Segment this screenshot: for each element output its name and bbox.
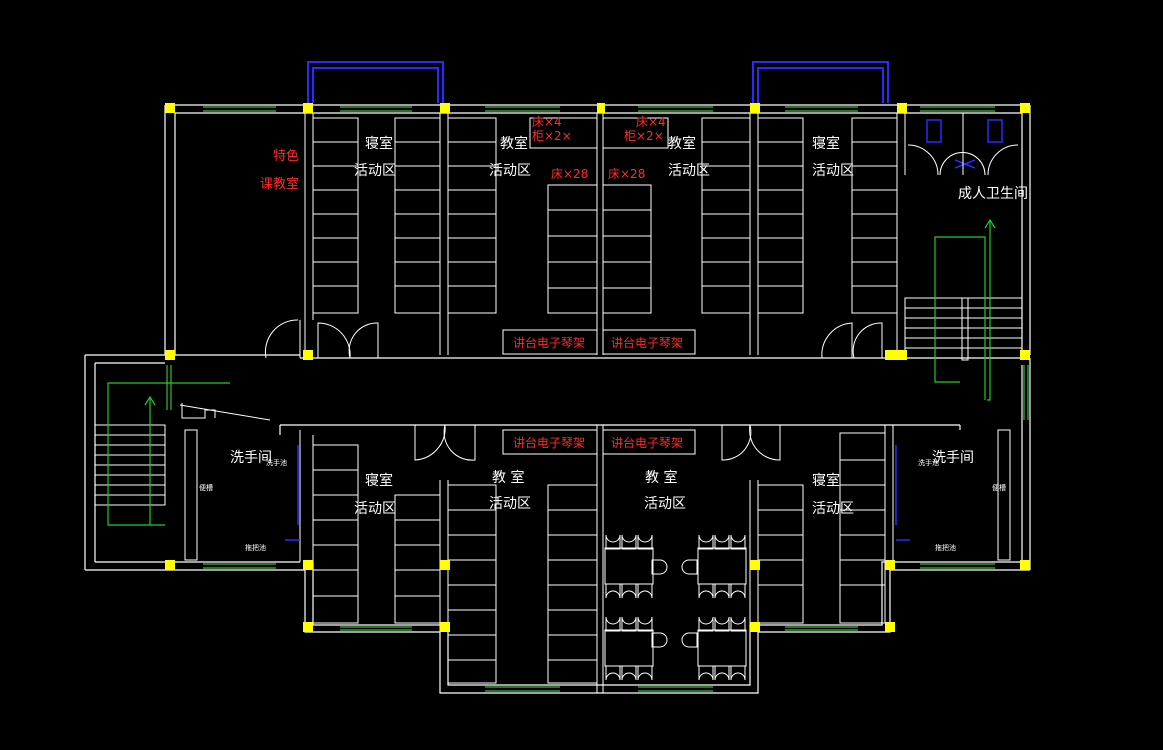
trough-note-right: 便槽 [992, 483, 1006, 492]
podium-label-bottom-1: 讲台电子琴架 [513, 435, 585, 450]
room-labels: 特色 课教室 寝室 活动区 教室 活动区 教室 活动区 寝室 活动区 成人卫生间… [199, 115, 1028, 552]
mop-note-right: 拖把池 [935, 543, 956, 552]
beds-4-label-2: 床×4 [636, 115, 666, 129]
activity-label-top-left: 活动区 [354, 163, 396, 179]
activity-label-top-2: 活动区 [668, 163, 710, 179]
beds-bottom-classroom-1 [447, 484, 598, 684]
bedroom-label-top-left: 寝室 [365, 135, 393, 152]
bedroom-label-top-right: 寝室 [812, 135, 840, 152]
podium-label-top-1: 讲台电子琴架 [513, 335, 585, 350]
stairs-right [904, 218, 1023, 401]
beds-top-right-room [757, 117, 898, 314]
activity-label-bottom-2: 活动区 [644, 496, 686, 512]
washroom-label-left: 洗手间 [230, 450, 272, 466]
beds-28-label-2: 床×28 [608, 167, 645, 181]
outer-walls [84, 104, 1031, 694]
beds-4-label-1: 床×4 [532, 115, 562, 129]
activity-label-top-right: 活动区 [812, 163, 854, 179]
activity-label-bottom-left: 活动区 [354, 501, 396, 517]
cabinet-label-1: 柜×2× [532, 129, 572, 143]
activity-label-bottom-right: 活动区 [812, 501, 854, 517]
toilet-fixtures [179, 113, 1011, 561]
adult-toilet-label: 成人卫生间 [958, 186, 1028, 202]
bedroom-label-bottom-left: 寝室 [365, 472, 393, 489]
activity-label-bottom-1: 活动区 [489, 496, 531, 512]
sink-note-right: 洗手池 [918, 458, 939, 467]
washroom-label-right: 洗手间 [932, 450, 974, 466]
beds-bottom-left-room [312, 444, 441, 624]
classroom-label-top-2: 教室 [668, 135, 696, 152]
trough-note-left: 便槽 [199, 483, 213, 492]
tables-chairs-bottom-classroom-2 [604, 534, 747, 681]
podium-boxes [502, 329, 696, 455]
classroom-label-top-1: 教室 [500, 135, 528, 152]
beds-top-classroom-2 [602, 117, 751, 314]
cabinet-label-2: 柜×2× [624, 129, 664, 143]
beds-top-classroom-1 [447, 117, 598, 314]
special-classroom-label-2: 课教室 [260, 176, 299, 192]
beds-28-label-1: 床×28 [551, 167, 588, 181]
windows [166, 106, 1029, 692]
bedroom-label-bottom-right: 寝室 [812, 472, 840, 489]
beds-top-left-room [312, 117, 441, 314]
podium-label-bottom-2: 讲台电子琴架 [611, 435, 683, 450]
activity-label-top-1: 活动区 [489, 163, 531, 179]
podium-label-top-2: 讲台电子琴架 [611, 335, 683, 350]
balconies [307, 61, 889, 103]
columns [165, 103, 1030, 632]
classroom-label-bottom-2: 教 室 [645, 469, 677, 486]
special-classroom-label-1: 特色 [273, 148, 299, 164]
stairs-left [94, 382, 230, 526]
sink-note-left: 洗手池 [266, 458, 287, 467]
classroom-label-bottom-1: 教 室 [492, 469, 524, 486]
beds-bottom-right-room [757, 432, 886, 624]
mop-note-left: 拖把池 [245, 543, 266, 552]
